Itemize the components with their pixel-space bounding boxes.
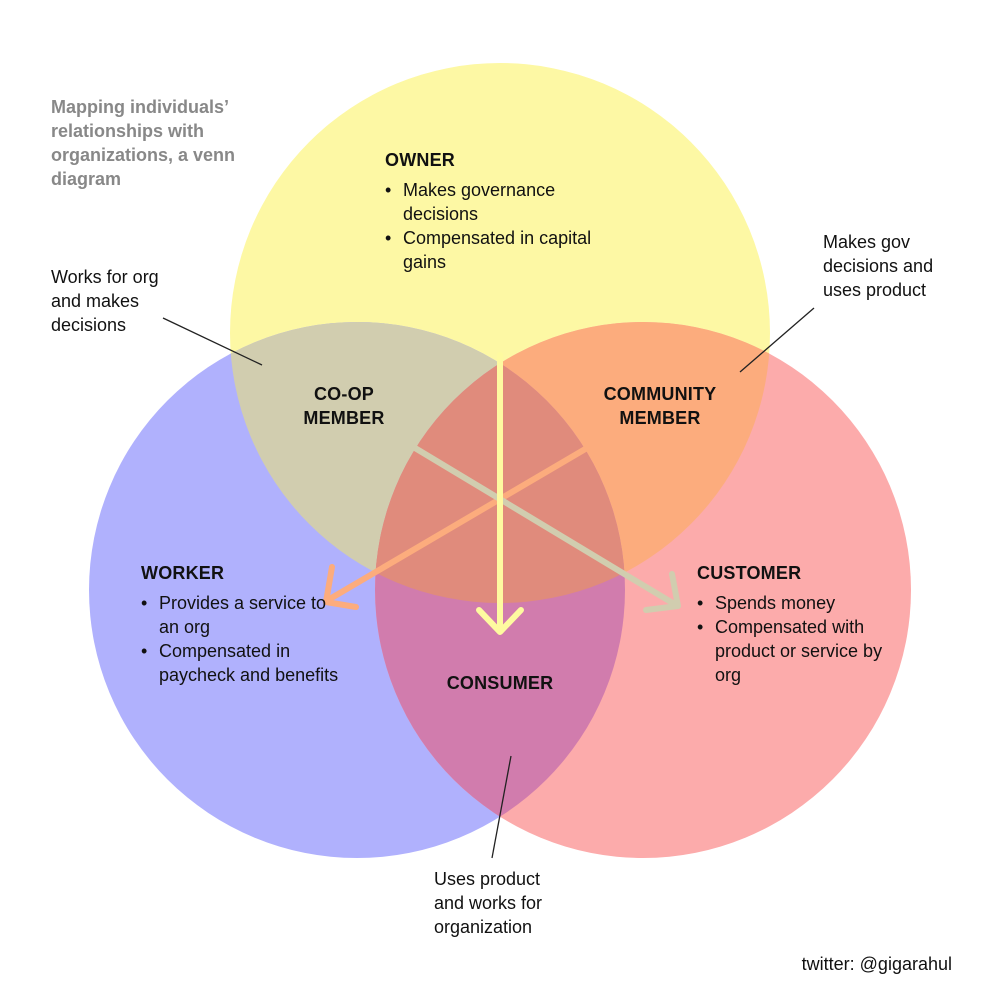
owner-block: OWNER Makes governance decisions Compens… [385,148,625,274]
coop-label-line1: CO-OP [313,384,374,404]
consumer-label: CONSUMER [446,673,554,693]
community-note: Makes gov decisions and uses product [823,232,934,300]
community-label: COMMUNITY MEMBER [580,382,740,430]
diagram-title: Mapping individuals’ relationships with … [51,97,236,189]
consumer-note: Uses product and works for organization [434,869,543,937]
arrow-to-customer [412,445,681,613]
coop-note: Works for org and makes decisions [51,267,159,335]
consumer-leader-line [491,755,512,859]
worker-heading: WORKER [141,563,225,583]
owner-bullets: Makes governance decisions Compensated i… [385,178,625,274]
list-item: Provides a service to an org [141,591,341,639]
customer-heading: CUSTOMER [697,563,802,583]
list-item: Compensated in capital gains [385,226,625,274]
community-label-line2: MEMBER [619,408,701,428]
twitter-credit: twitter: @gigarahul [801,954,952,974]
list-item: Makes governance decisions [385,178,625,226]
customer-bullets: Spends money Compensated with product or… [697,591,887,687]
customer-block: CUSTOMER Spends money Compensated with p… [697,561,887,687]
coop-label-line2: MEMBER [303,408,385,428]
worker-block: WORKER Provides a service to an org Comp… [141,561,341,687]
coop-leader-line [162,317,263,366]
coop-label: CO-OP MEMBER [274,382,414,430]
community-leader-line [739,307,815,373]
community-label-line1: COMMUNITY [603,384,717,404]
owner-heading: OWNER [385,150,455,170]
list-item: Compensated with product or service by o… [697,615,887,687]
arrow-to-consumer [476,352,524,635]
list-item: Compensated in paycheck and benefits [141,639,341,687]
worker-bullets: Provides a service to an org Compensated… [141,591,341,687]
center-overlap [375,322,625,603]
list-item: Spends money [697,591,887,615]
